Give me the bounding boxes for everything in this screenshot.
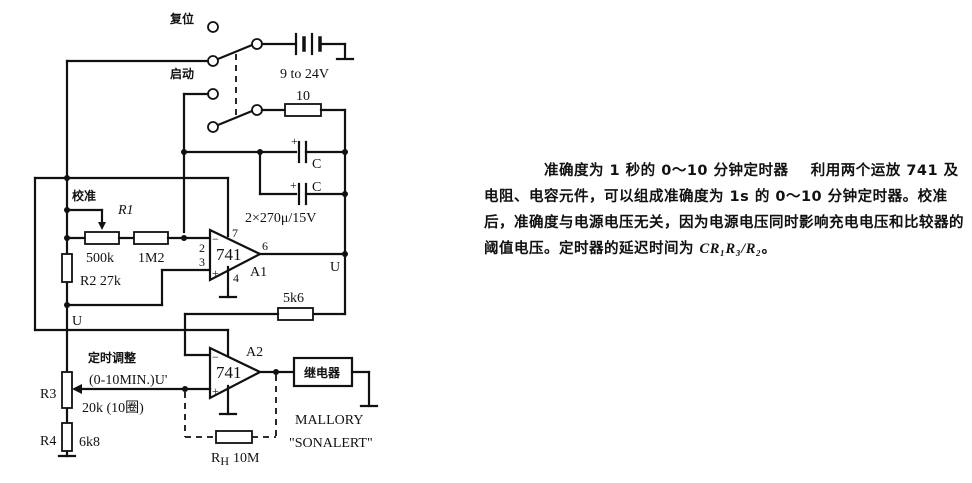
node-u-left-label: U	[72, 314, 82, 329]
a1-pin4: 4	[233, 271, 239, 285]
r1-fixed-value: 1M2	[138, 251, 164, 266]
opamp-a1	[208, 228, 263, 282]
a2-part-label: 741	[216, 363, 242, 382]
switch2-upper-terminal	[207, 88, 219, 100]
r3-wiper-arrow-icon	[72, 384, 82, 394]
r2-resistor	[61, 253, 73, 283]
r2-label: R2 27k	[80, 274, 121, 289]
r1-potentiometer	[84, 231, 120, 245]
circuit-schematic: 复位 启动 9 to 24V 10 + C	[33, 11, 379, 468]
feedback-resistor-label: 5k6	[283, 291, 304, 306]
start-label: 启动	[170, 66, 194, 81]
c1-plus-sign: +	[291, 134, 298, 148]
r1-pot-value: 500k	[86, 251, 114, 266]
switch2-lower-terminal	[207, 121, 219, 133]
c2-plus-sign: +	[290, 178, 297, 192]
feedback-resistor-5k6	[277, 307, 314, 321]
a1-pin2: 2	[199, 241, 205, 255]
pot-wiper-arrow-icon	[98, 222, 106, 230]
description-end: 。	[761, 241, 777, 257]
a2-plus: +	[212, 384, 219, 398]
description-title: 准确度为 1 秒的 0～10 分钟定时器	[544, 163, 789, 179]
a1-pin6: 6	[262, 239, 268, 253]
reset-terminal	[207, 21, 219, 33]
switch-blade-upper	[216, 43, 254, 61]
r4-label: R4	[40, 434, 56, 449]
a1-pin3: 3	[199, 255, 205, 269]
battery-terminal	[251, 38, 263, 50]
battery-icon	[294, 32, 355, 61]
description-text: 准确度为 1 秒的 0～10 分钟定时器 利用两个运放 741 及电阻、电容元件…	[484, 158, 964, 262]
a1-plus: +	[212, 266, 219, 280]
a1-minus: −	[212, 232, 219, 246]
a1-pin7: 7	[232, 226, 238, 240]
resistor-10	[284, 103, 322, 117]
delay-formula: CR₁R₃/R₂	[699, 241, 762, 257]
resistor-10-label: 10	[296, 89, 310, 104]
switch2-common-terminal	[251, 104, 263, 116]
r3-value: 20k (10圈)	[82, 401, 144, 416]
r1-label: R1	[117, 203, 134, 218]
calibration-label: 校准	[72, 188, 96, 203]
battery-voltage-label: 9 to 24V	[280, 67, 329, 82]
buzzer-label-line2: "SONALERT"	[289, 436, 373, 451]
rh-resistor	[215, 430, 253, 444]
reset-label: 复位	[169, 11, 194, 26]
r3-label: R3	[40, 387, 56, 402]
r1-fixed-resistor	[133, 231, 169, 245]
timer-adjust-label: 定时调整	[88, 350, 136, 365]
node-u-right-label: U	[330, 260, 340, 275]
description-body: 利用两个运放 741 及电阻、电容元件，可以组成准确度为 1s 的 0～10 分…	[484, 163, 964, 257]
r3-potentiometer	[61, 371, 73, 409]
c1-label: C	[312, 157, 321, 172]
opamp-a2	[208, 346, 263, 400]
relay-label: 继电器	[304, 365, 341, 380]
a2-name-label: A2	[246, 345, 263, 360]
a1-part-label: 741	[216, 245, 242, 264]
capacitor-rating-label: 2×270μ/15V	[245, 211, 316, 226]
r4-resistor	[61, 422, 73, 452]
a1-name-label: A1	[250, 265, 267, 280]
timer-adjust-range: (0-10MIN.)U'	[89, 373, 167, 388]
start-terminal	[207, 55, 219, 67]
buzzer-label-line1: MALLORY	[295, 413, 363, 428]
r4-value: 6k8	[79, 435, 100, 450]
c2-label: C	[312, 180, 321, 195]
a2-minus: −	[212, 350, 219, 364]
switch-blade-lower	[216, 109, 254, 127]
